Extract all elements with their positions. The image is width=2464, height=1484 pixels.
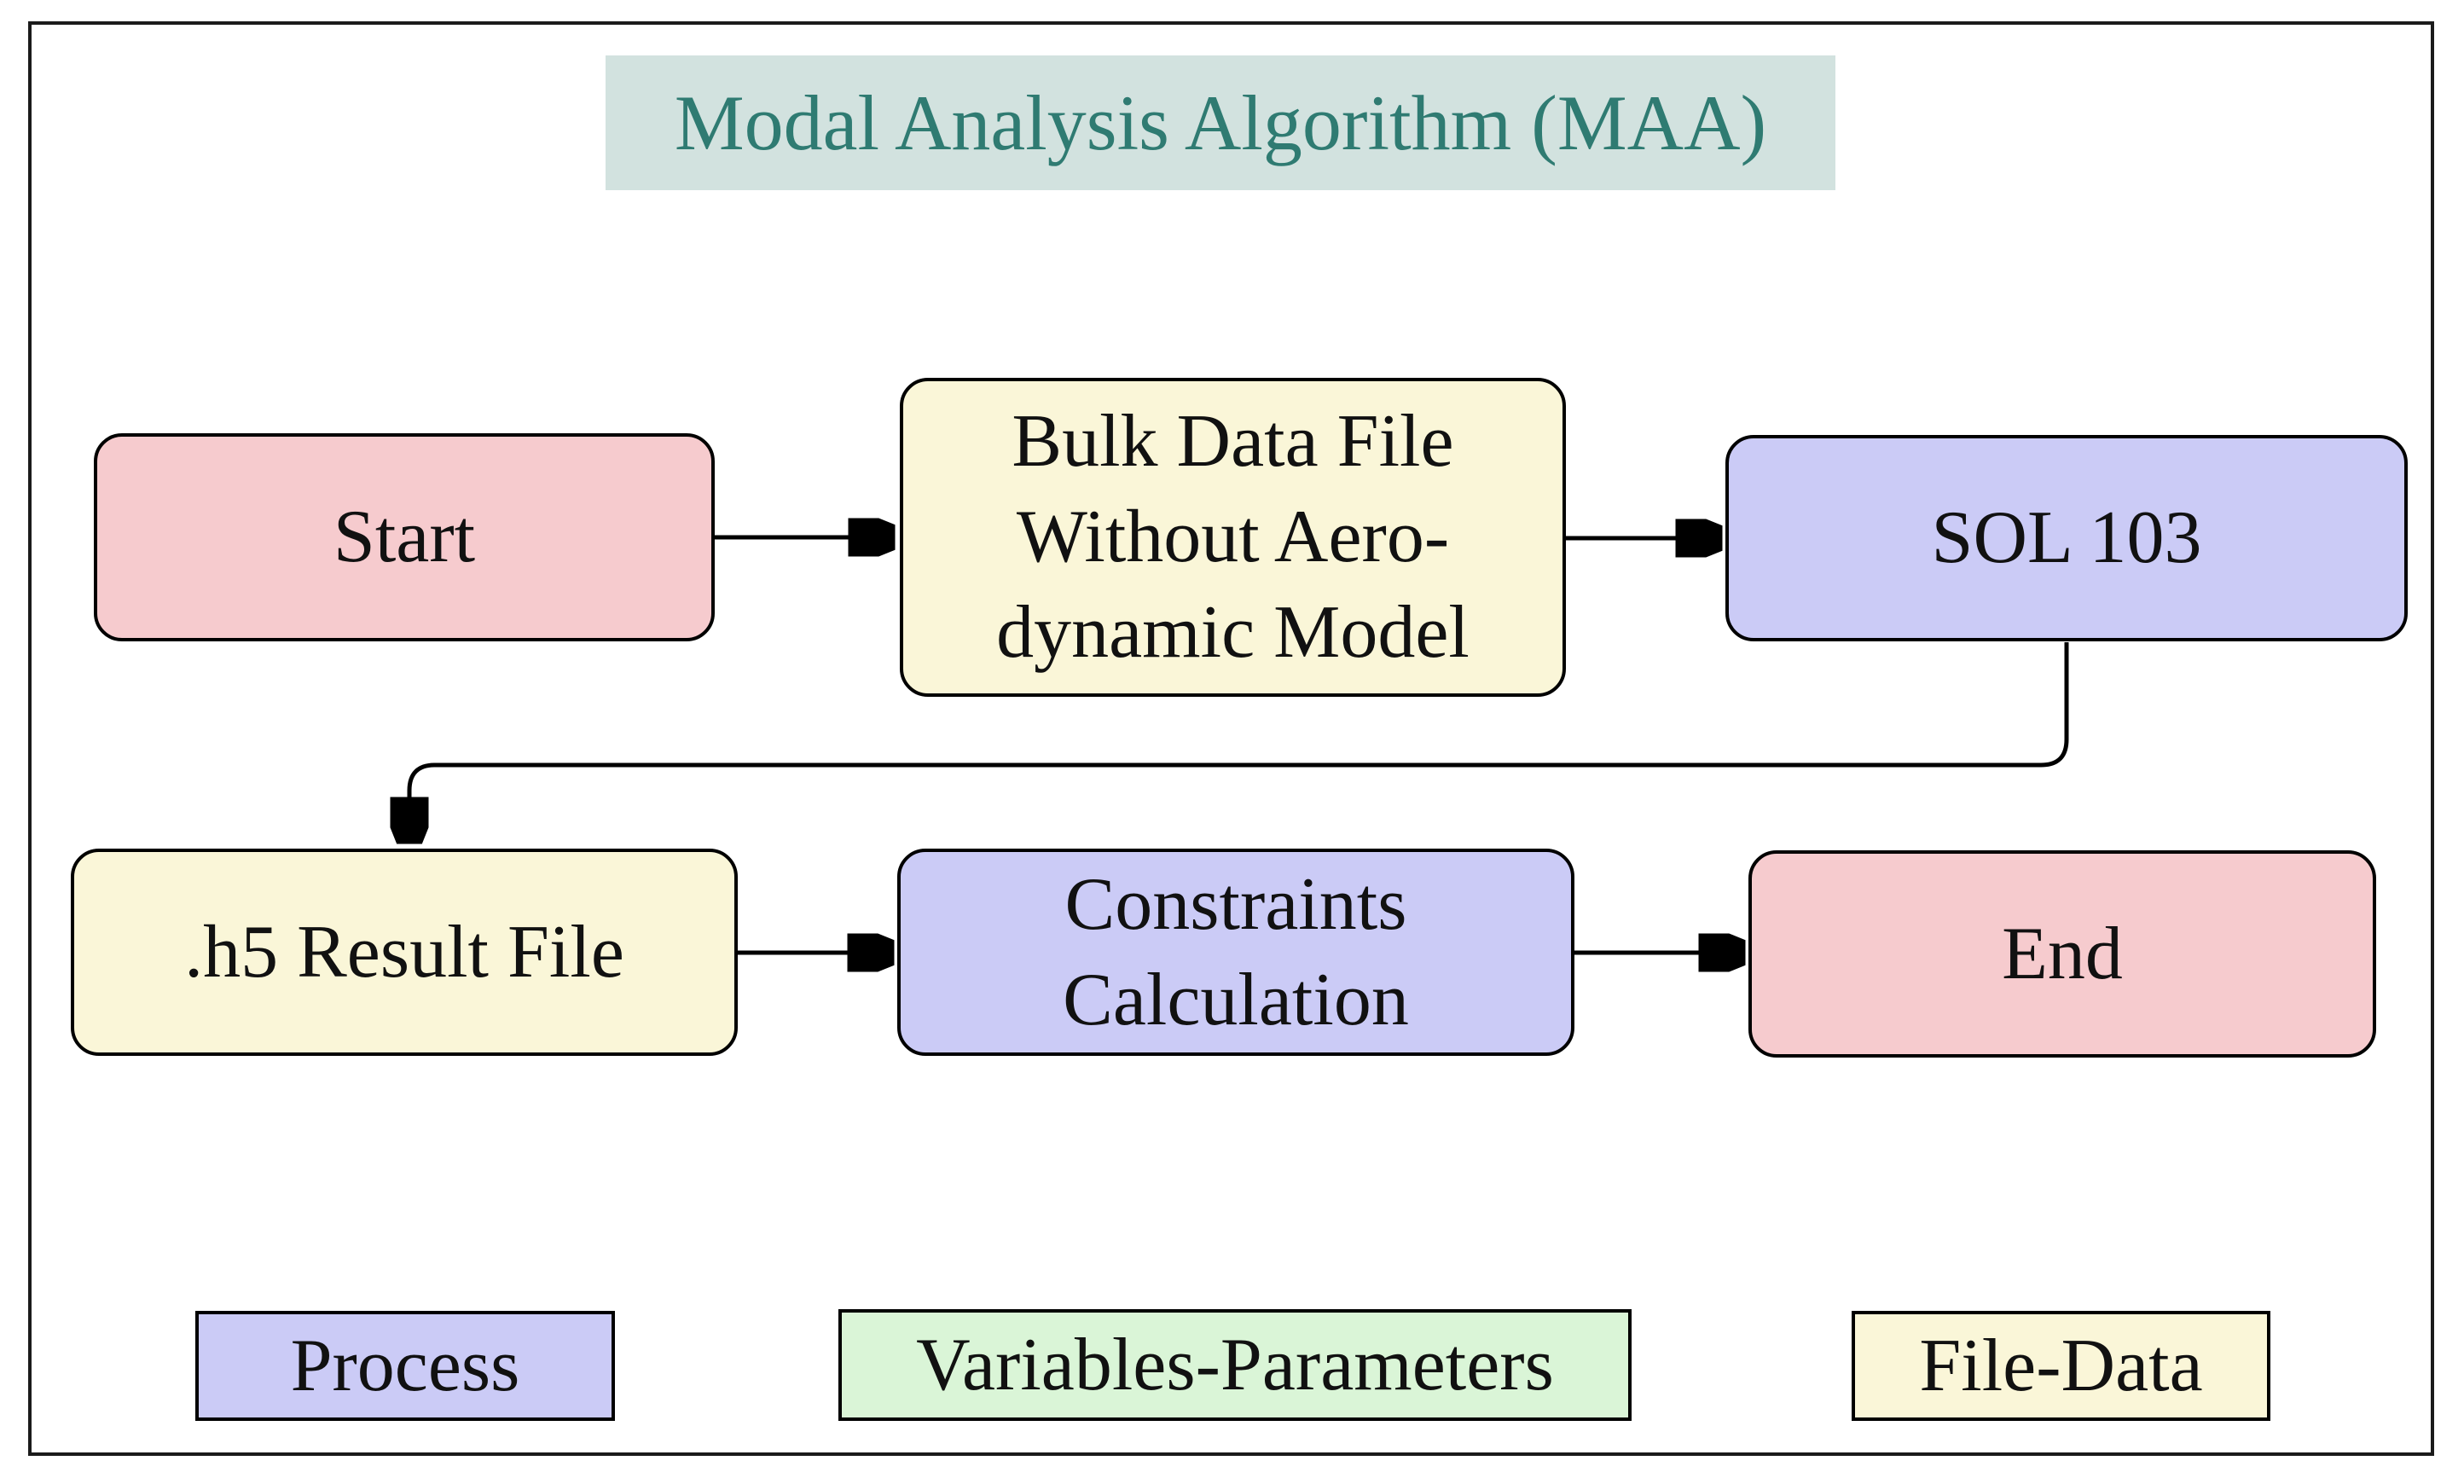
node-start-label: Start xyxy=(333,496,476,578)
node-end-label: End xyxy=(2002,912,2123,995)
diagram-border xyxy=(28,21,2434,1456)
legend-variables-label: Variables-Parameters xyxy=(916,1324,1554,1406)
legend-filedata-label: File-Data xyxy=(1919,1325,2203,1407)
diagram-title-text: Modal Analysis Algorithm (MAA) xyxy=(674,79,1767,166)
node-h5-label: .h5 Result File xyxy=(184,910,624,994)
node-start: Start xyxy=(94,433,715,641)
node-constraints-label-line1: Constraints xyxy=(1064,862,1407,946)
node-h5-result-file: .h5 Result File xyxy=(71,849,738,1056)
node-bulk-label-line2: Without Aero- xyxy=(1016,496,1450,578)
node-sol-103: SOL 103 xyxy=(1725,435,2408,641)
node-bulk-label-line1: Bulk Data File xyxy=(1012,400,1454,483)
node-end: End xyxy=(1748,850,2376,1058)
node-constraints-label-line2: Calculation xyxy=(1063,958,1409,1041)
node-bulk-label-line3: dynamic Model xyxy=(996,591,1470,674)
diagram-title: Modal Analysis Algorithm (MAA) xyxy=(606,55,1835,190)
legend-item-file-data: File-Data xyxy=(1852,1311,2270,1421)
legend-item-variables-parameters: Variables-Parameters xyxy=(838,1309,1632,1421)
legend-process-label: Process xyxy=(290,1325,520,1407)
node-constraints-calculation: Constraints Calculation xyxy=(897,849,1574,1056)
legend-item-process: Process xyxy=(195,1311,615,1421)
node-sol-label: SOL 103 xyxy=(1931,496,2202,579)
node-bulk-data-file: Bulk Data File Without Aero- dynamic Mod… xyxy=(900,378,1566,697)
